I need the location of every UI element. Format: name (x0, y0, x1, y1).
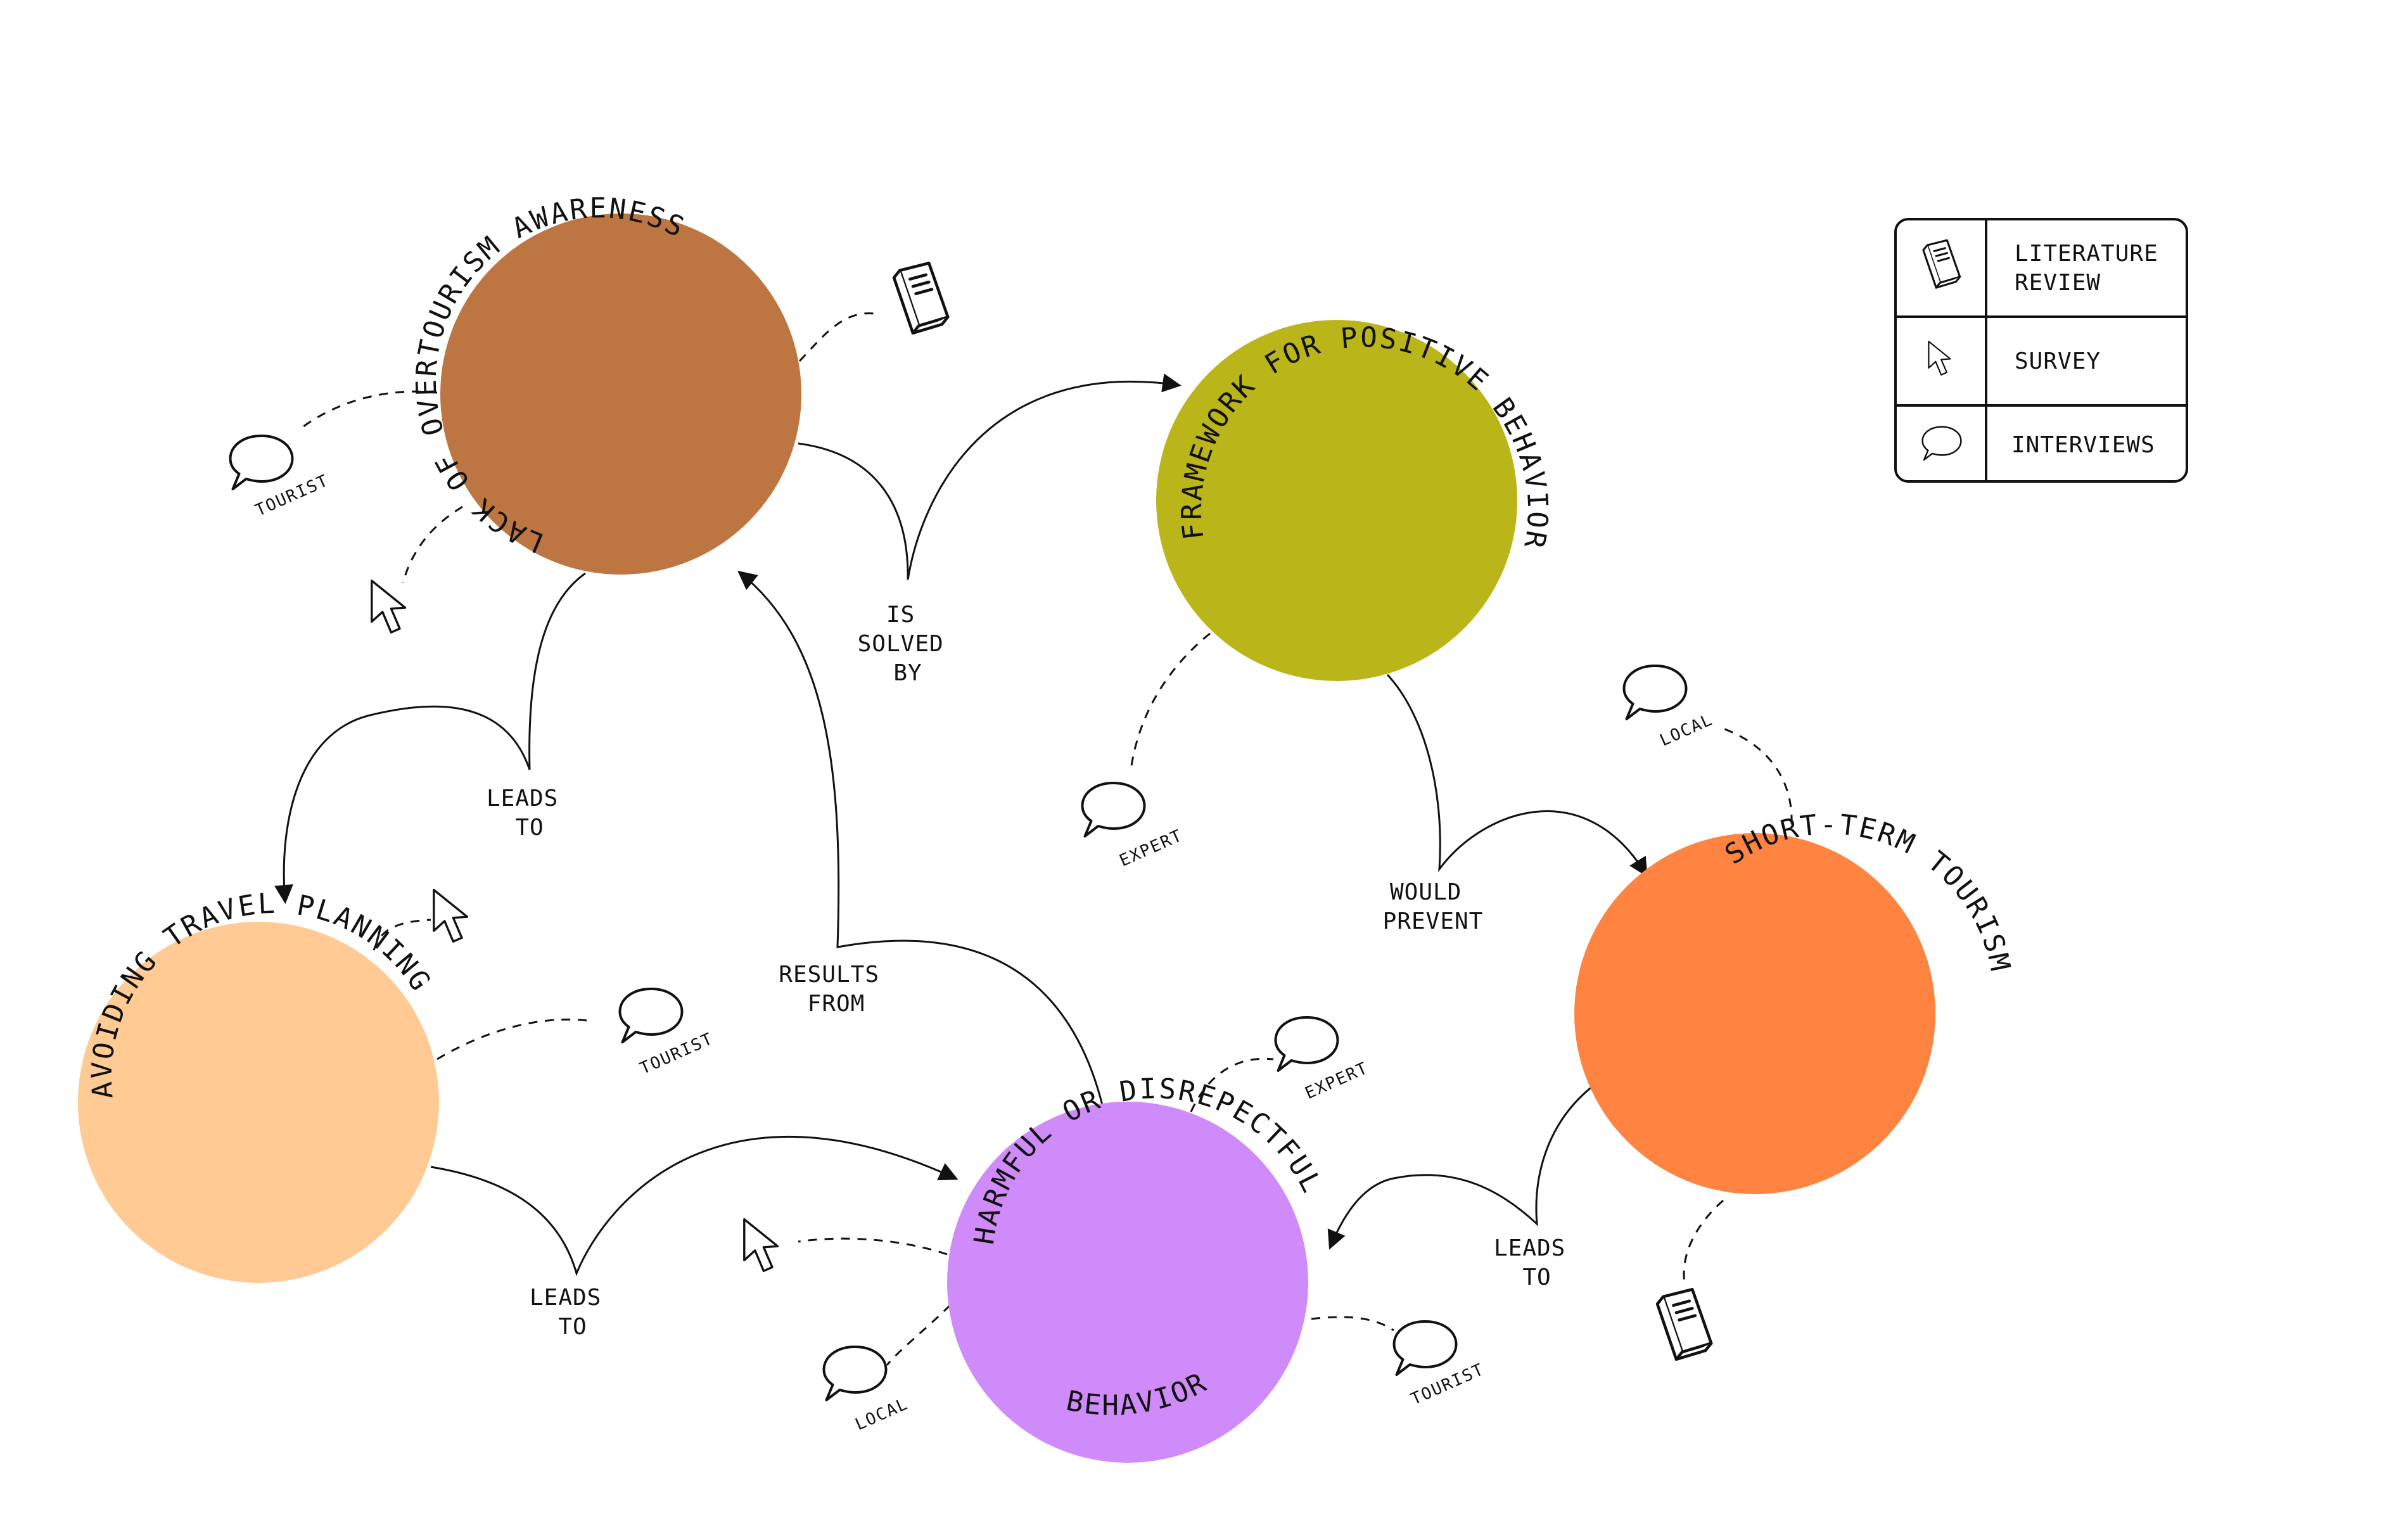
dash-harm-local (886, 1304, 952, 1366)
cursor-icon (432, 888, 469, 943)
edge-would-prevent-line (1386, 673, 1648, 877)
legend-box (1894, 218, 2188, 483)
edge-leads-to-3-line (1327, 1082, 1597, 1250)
node-avoiding-travel-planning[interactable]: AVOIDING TRAVEL PLANNING (78, 888, 439, 1283)
legend-row-literature: LITERATURE REVIEW (1922, 239, 2172, 296)
legend-literature-label: LITERATURE REVIEW (2015, 241, 2172, 296)
edge-label-leads-to-1: LEADS TO (487, 786, 573, 841)
cursor-icon (742, 1218, 779, 1273)
node-harmful-or-disrespectful-behavior[interactable]: HARMFUL OR DISREPECTFUL BEHAVIOR (947, 1073, 1328, 1463)
dash-short-book (1683, 1199, 1724, 1287)
node-framework-for-positive-behavior[interactable]: FRAMEWORK FOR POSITIVE BEHAVIOR (1156, 320, 1553, 681)
source-label-local-2: LOCAL (853, 1394, 912, 1434)
dash-avoid-survey (373, 919, 431, 951)
book-icon (894, 263, 948, 333)
dash-harm-expert (1190, 1057, 1274, 1112)
edge-label-solved-by: IS SOLVED BY (858, 602, 959, 686)
dash-avoid-tourist (436, 1018, 593, 1060)
source-label-tourist-2: TOURIST (637, 1029, 717, 1079)
node-lack-circle (440, 213, 801, 575)
legend-survey-label: SURVEY (2015, 348, 2101, 374)
edge-label-results-from: RESULTS FROM (779, 962, 893, 1017)
source-label-expert-2: EXPERT (1303, 1059, 1372, 1103)
speech-bubble-icon (824, 1347, 886, 1400)
cursor-icon (370, 579, 407, 634)
speech-bubble-icon (620, 989, 682, 1042)
dash-short-local (1723, 727, 1793, 824)
speech-bubble-icon (231, 436, 293, 489)
speech-bubble-icon (1276, 1017, 1338, 1071)
dash-lack-book (798, 312, 875, 362)
legend-row-interviews: INTERVIEWS (1921, 426, 2155, 461)
edge-leads-to-1-line (274, 572, 586, 904)
edge-label-would-prevent: WOULD PREVENT (1383, 879, 1484, 934)
node-lack-of-overtourism-awareness[interactable]: LACK OF OVERTOURISM AWARENESS (411, 192, 801, 575)
dash-harm-survey (798, 1237, 948, 1256)
edge-leads-to-2-line (430, 1135, 959, 1277)
node-framework-circle (1156, 320, 1517, 681)
node-short-term-circle (1574, 833, 1935, 1194)
node-harmful-circle (947, 1102, 1308, 1463)
speech-bubble-icon (1083, 783, 1145, 836)
source-links (297, 312, 1793, 1366)
speech-bubble-icon (1624, 666, 1686, 719)
dash-harm-tourist (1311, 1316, 1394, 1332)
dash-lack-tourist (297, 390, 438, 432)
legend-interviews-label: INTERVIEWS (2011, 432, 2155, 458)
legend: LITERATURE REVIEW SURVEY INTERVIEWS (1894, 218, 2188, 483)
dash-lack-survey (402, 506, 463, 583)
edge-label-leads-to-3: LEADS TO (1494, 1235, 1580, 1290)
edge-solved-by-line (798, 373, 1182, 580)
edge-labels: IS SOLVED BY LEADS TO RESULTS FROM WOULD… (487, 602, 1580, 1340)
source-label-expert-1: EXPERT (1117, 826, 1186, 870)
edge-label-leads-to-2: LEADS TO (530, 1285, 616, 1340)
connectors (274, 373, 1648, 1277)
legend-row-survey: SURVEY (1928, 340, 2101, 376)
node-avoiding-circle (78, 922, 439, 1283)
speech-bubble-icon (1394, 1321, 1456, 1375)
source-label-local-1: LOCAL (1657, 710, 1716, 750)
book-icon (1657, 1289, 1711, 1359)
dash-frame-expert (1130, 632, 1211, 770)
edge-results-from-line (737, 570, 1107, 1119)
